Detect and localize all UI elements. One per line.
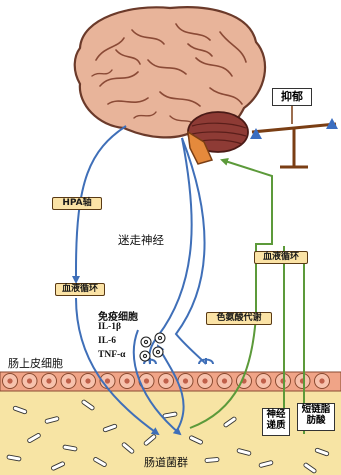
blood-circulation-label-left: 血液循环 [55,283,105,296]
cell-nucleus [144,378,149,383]
vagus-nerve-label: 迷走神经 [118,232,164,248]
il6-label: IL-6 [98,336,116,346]
intestinal-epithelium [0,372,341,391]
cell-nucleus [7,378,12,383]
immune-cells-label: 免疫细胞 [98,308,138,323]
cell-nucleus [66,378,71,383]
cell-nucleus [222,378,227,383]
vagus-nerve-left [149,138,191,364]
tryptophan-metabolism-label: 色氨酸代谢 [206,312,272,325]
cell-nucleus [163,378,168,383]
depression-box: 抑郁 [272,88,312,106]
neurotransmitters-box: 神经 递质 [262,408,290,436]
scfa-line1: 短链脂 [298,404,334,415]
neurotransmitters-line2: 递质 [263,420,289,431]
cell-nucleus [202,378,207,383]
gut-microbiota-label: 肠道菌群 [144,454,188,470]
cell-nucleus [27,378,32,383]
cell-nucleus [105,378,110,383]
cell-nucleus [46,378,51,383]
depression-seesaw [250,100,338,167]
bacterium [205,457,219,462]
cell-nucleus [85,378,90,383]
il1b-label: IL-1β [98,322,121,332]
cell-nucleus [124,378,129,383]
scfa-line2: 肪酸 [298,415,334,426]
neurotransmitters-line1: 神经 [263,409,289,420]
epithelial-cells-label: 肠上皮细胞 [8,355,63,371]
immune-cells-cluster [140,333,165,361]
triangle-weight-icon [250,128,262,139]
cell-nucleus [183,378,188,383]
tnfa-label: TNF-α [98,350,125,360]
cell-nucleus [319,378,324,383]
scfa-box: 短链脂 肪酸 [297,403,335,431]
brain [75,7,265,164]
cell-nucleus [261,378,266,383]
hpa-axis-label: HPA轴 [52,197,102,210]
blood-circulation-label-right: 血液循环 [254,251,308,264]
